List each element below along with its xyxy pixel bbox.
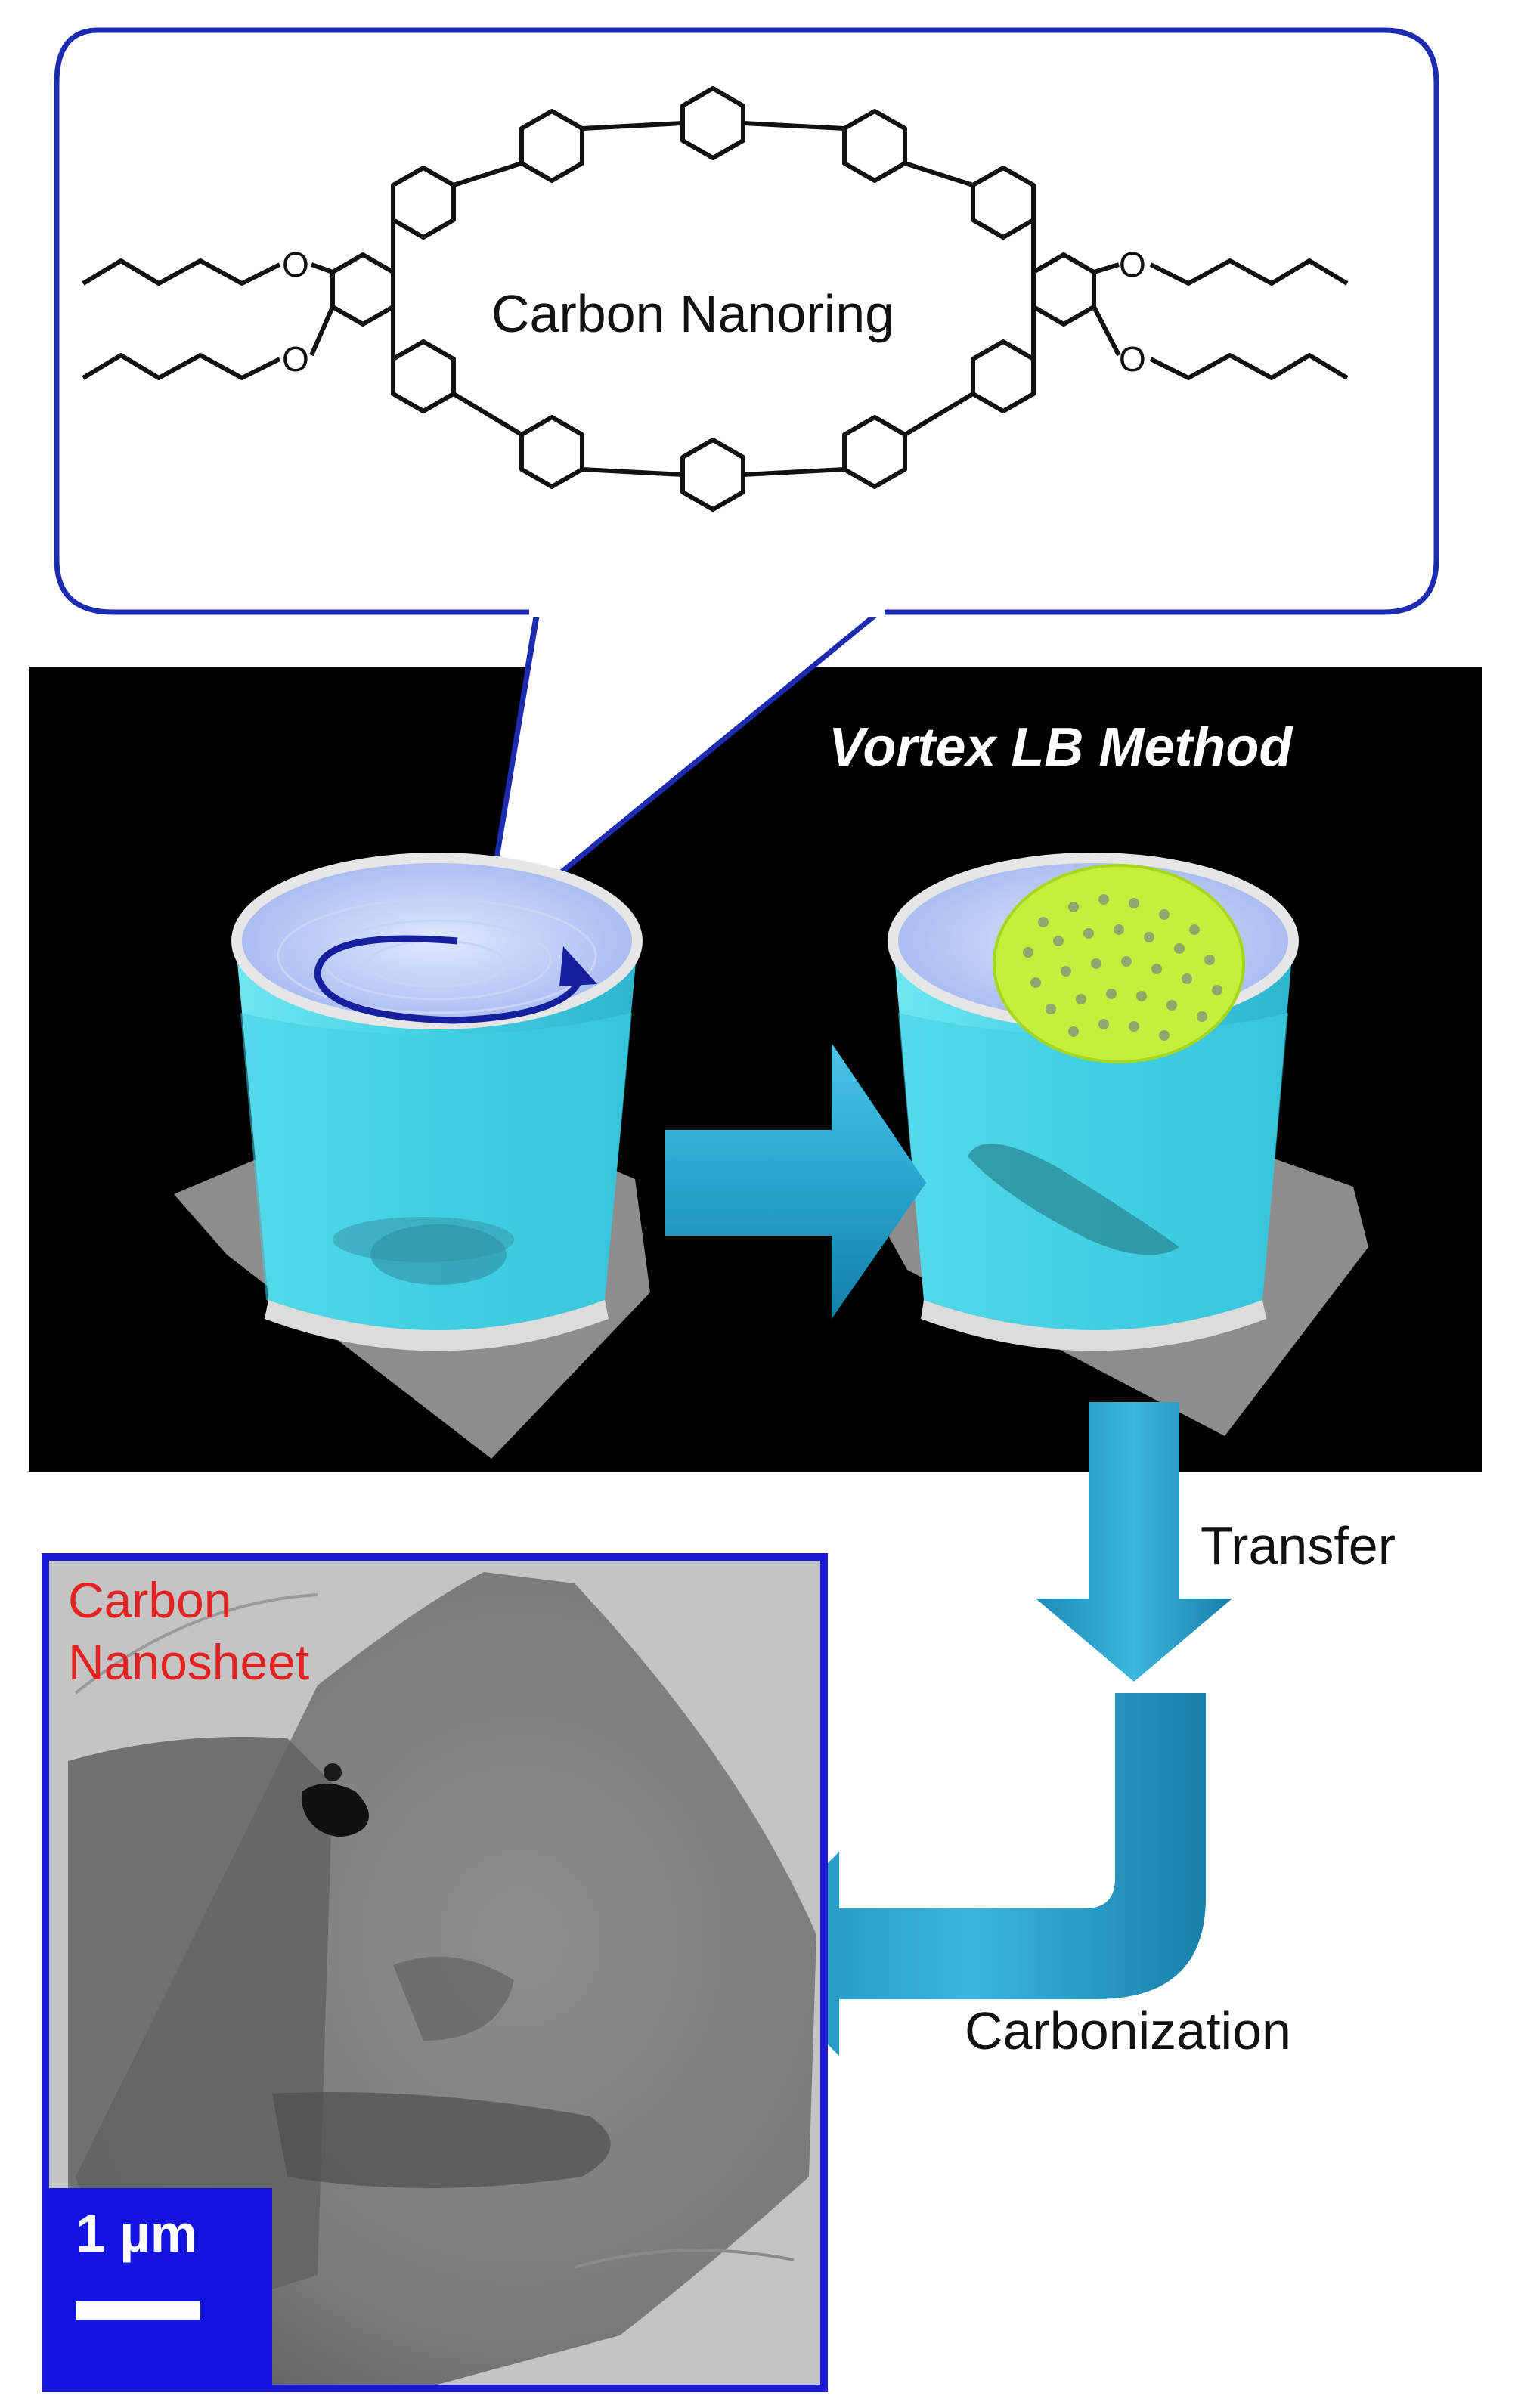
svg-text:O: O bbox=[282, 245, 309, 284]
carbonization-step-label: Carbonization bbox=[965, 2001, 1291, 2060]
nanosheet-title-line2: Nanosheet bbox=[68, 1634, 310, 1690]
scale-bar-label: 1 µm bbox=[76, 2204, 197, 2263]
carbonization-arrow bbox=[737, 1693, 1206, 2056]
molecule-name: Carbon Nanoring bbox=[491, 284, 895, 343]
scale-bar bbox=[76, 2301, 200, 2320]
tem-border bbox=[42, 1553, 828, 2392]
svg-text:O: O bbox=[1119, 339, 1146, 379]
method-title: Vortex LB Method bbox=[829, 717, 1293, 778]
film-pores bbox=[1023, 894, 1222, 1041]
tem-micrograph bbox=[42, 1553, 828, 2392]
carbon-nanoring-structure bbox=[82, 86, 1349, 512]
scale-bar-box bbox=[45, 2188, 272, 2388]
nanosheet-film bbox=[993, 864, 1245, 1063]
svg-text:O: O bbox=[1119, 245, 1146, 284]
oxygen-atom-labels: O O O O bbox=[282, 245, 1146, 379]
transfer-arrow bbox=[1036, 1402, 1232, 1682]
transfer-step-label: Transfer bbox=[1201, 1516, 1396, 1575]
process-arrow bbox=[665, 1043, 926, 1319]
nanosheet-title-line1: Carbon bbox=[68, 1572, 232, 1628]
beaker-vortex bbox=[174, 853, 650, 1459]
beaker-lb-film bbox=[869, 853, 1368, 1436]
svg-text:O: O bbox=[282, 339, 309, 379]
